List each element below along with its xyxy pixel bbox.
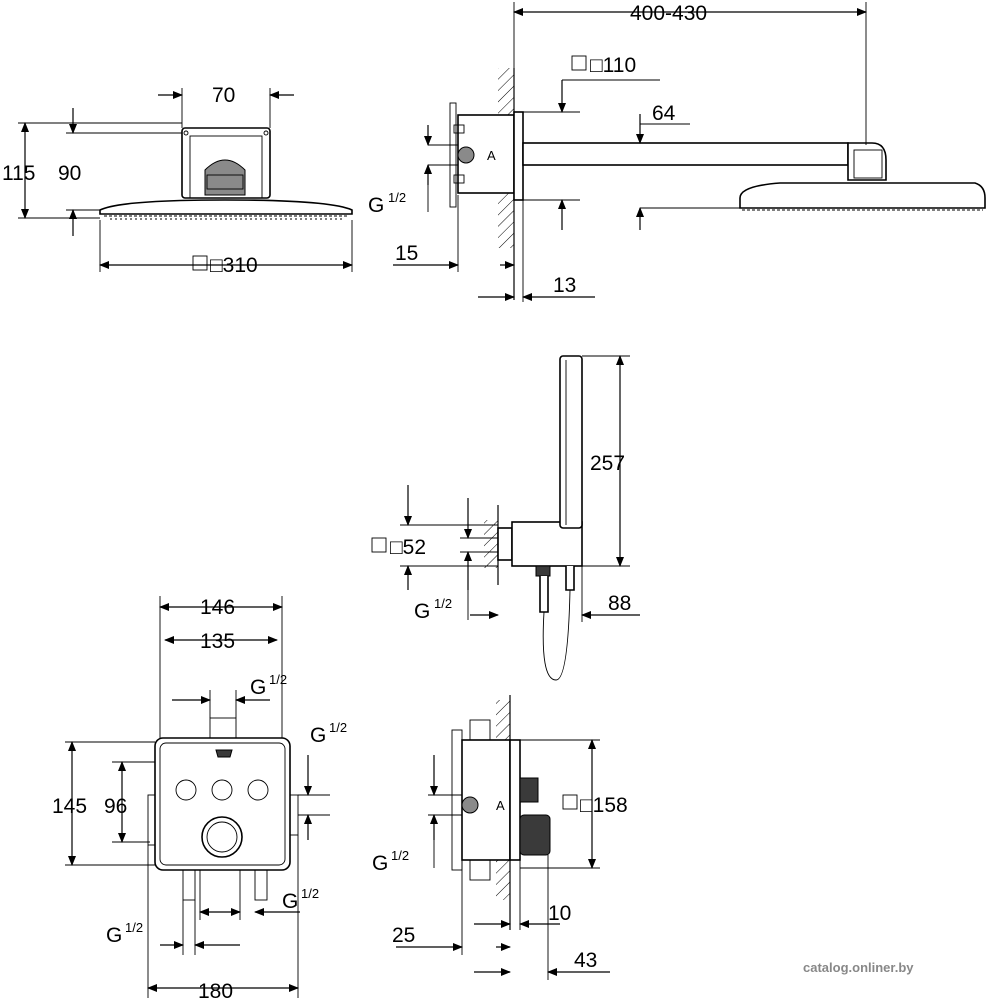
dim-25: 25 [392,924,415,947]
dim-43: 43 [574,949,597,972]
thread-frac-bottom-right: 1/2 [301,886,319,901]
thread-g-hand: G [414,600,430,623]
thread-frac-side2: 1/2 [391,848,409,863]
dim-64: 64 [652,102,676,125]
dim-257: 257 [590,452,625,475]
overhead-shower-side-view: A 400-430 □110 64 G 1/2 [368,2,986,302]
dim-90: 90 [58,162,81,185]
svg-text:A: A [496,798,505,813]
overhead-shower-front-view: 70 115 90 □310 [2,84,353,277]
thermostat-front-view: 146 135 G 1/2 G 1/2 145 96 G 1/2 [52,596,347,1000]
hand-shower-view: 257 □52 G 1/2 88 [371,355,640,681]
dim-146: 146 [200,596,235,619]
dim-145: 145 [52,795,87,818]
svg-text:A: A [487,148,496,163]
dim-110: □110 [590,54,636,77]
dim-96: 96 [104,795,127,818]
dim-15: 15 [395,242,418,265]
dim-10: 10 [548,902,571,925]
dim-310: □310 [210,254,258,277]
dim-52: □52 [390,536,426,559]
thermostat-side-view: A □158 G 1/2 25 10 43 [372,695,628,980]
dim-135: 135 [200,630,235,653]
thread-frac-hand: 1/2 [434,596,452,611]
dim-115: 115 [2,162,35,185]
thread-g-side2: G [372,852,388,875]
watermark: catalog.onliner.by [803,960,914,975]
thread-g-bottom-left: G [106,924,122,947]
dim-88: 88 [608,592,631,615]
thread-frac-side: 1/2 [388,190,406,205]
dim-13: 13 [553,274,576,297]
thread-g-bottom-right: G [282,890,298,913]
dim-180: 180 [198,980,233,1000]
dim-400-430: 400-430 [630,2,707,25]
thread-frac-right: 1/2 [329,720,347,735]
thread-g-top: G [250,676,266,699]
thread-frac-top: 1/2 [269,672,287,687]
thread-frac-bottom-left: 1/2 [125,920,143,935]
thread-g-side: G [368,194,384,217]
dim-70: 70 [212,84,235,107]
dim-158: □158 [580,794,628,817]
thread-g-right: G [310,724,326,747]
